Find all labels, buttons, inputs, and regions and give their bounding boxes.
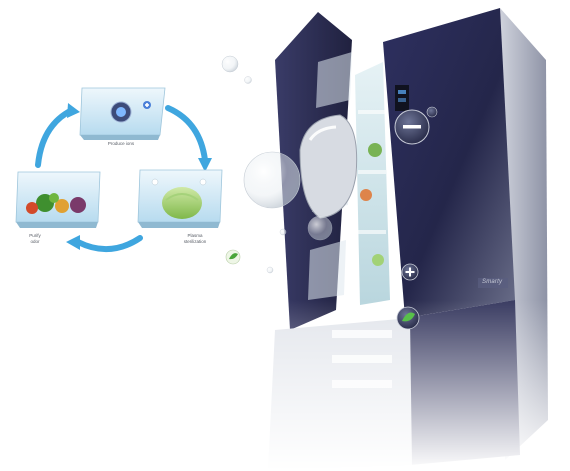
bubble-large	[243, 151, 301, 209]
door-shelf-1	[316, 52, 352, 108]
cycle-diagram	[15, 87, 223, 253]
cycle-arrow-bottom	[75, 235, 143, 253]
cycle-label-produce-ions: Produce ions	[107, 141, 135, 146]
fridge-interior	[355, 62, 390, 305]
bubble-small	[307, 215, 333, 241]
bubble-small	[266, 266, 274, 274]
refrigerator	[250, 8, 570, 471]
cycle-label-plasma-sterilization: Plasma sterilization	[183, 233, 207, 244]
bubble-small	[279, 228, 287, 236]
cycle-panel-plasma-sterilization	[137, 169, 223, 228]
cycle-panel-purify-odor	[15, 171, 101, 228]
ion-bubbles	[221, 55, 438, 330]
cycle-label-purify-odor: Purify odor	[29, 233, 41, 244]
door-shelf-3	[308, 240, 346, 300]
ionizer-dome	[299, 114, 358, 219]
brand-badge-plate	[478, 278, 508, 288]
fridge-right-door	[383, 8, 515, 318]
plus-icon	[426, 106, 438, 118]
bubble-small	[221, 55, 239, 73]
cycle-panel-produce-ions	[79, 87, 166, 140]
bubble-small	[244, 76, 252, 84]
brand-badge-text: Smarty	[482, 279, 503, 285]
cycle-arrow-top-right	[165, 105, 208, 163]
cycle-arrow-left	[35, 107, 75, 168]
